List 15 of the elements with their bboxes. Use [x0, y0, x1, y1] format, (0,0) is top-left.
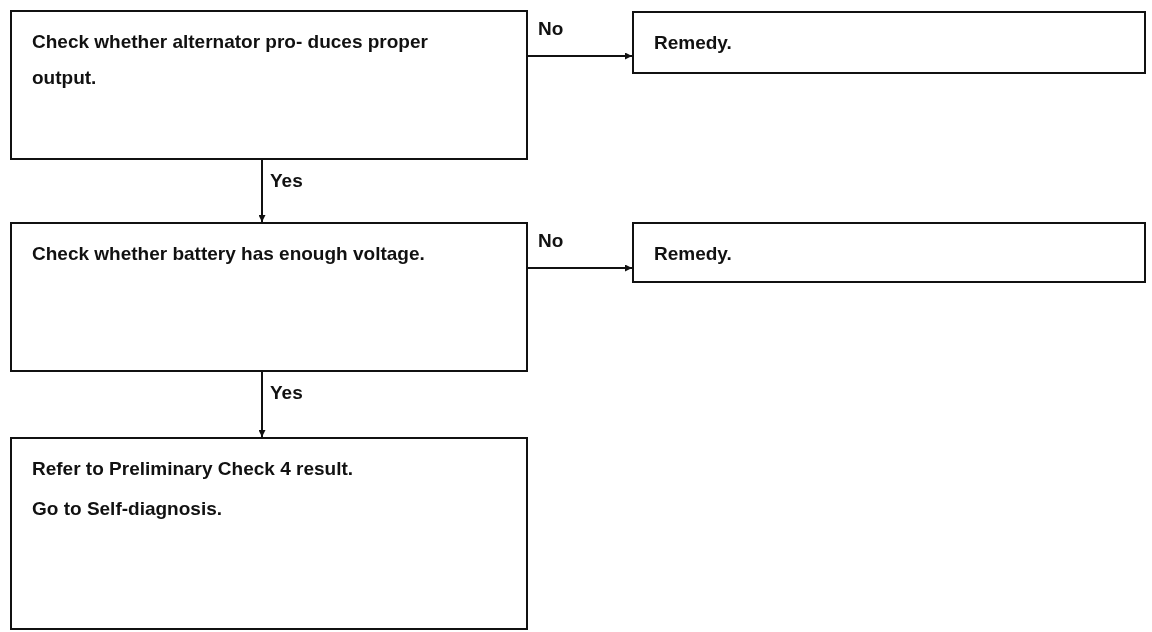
process-box [10, 10, 528, 160]
process-box [632, 11, 1146, 74]
box-text: Remedy. [654, 31, 733, 55]
arrow [527, 264, 633, 272]
box-text: Go to Self-diagnosis. [32, 497, 223, 521]
box-text: Remedy. [654, 242, 733, 266]
box-text: Check whether alternator pro- duces proper output. [32, 30, 429, 90]
arrow [527, 52, 633, 60]
process-box [10, 222, 528, 372]
arrow [258, 159, 266, 223]
box-text: Refer to Preliminary Check 4 result. [32, 457, 354, 481]
box-text: Check whether battery has enough voltage. [32, 242, 426, 266]
process-box [10, 437, 528, 630]
arrow [258, 371, 266, 438]
process-box [632, 222, 1146, 283]
